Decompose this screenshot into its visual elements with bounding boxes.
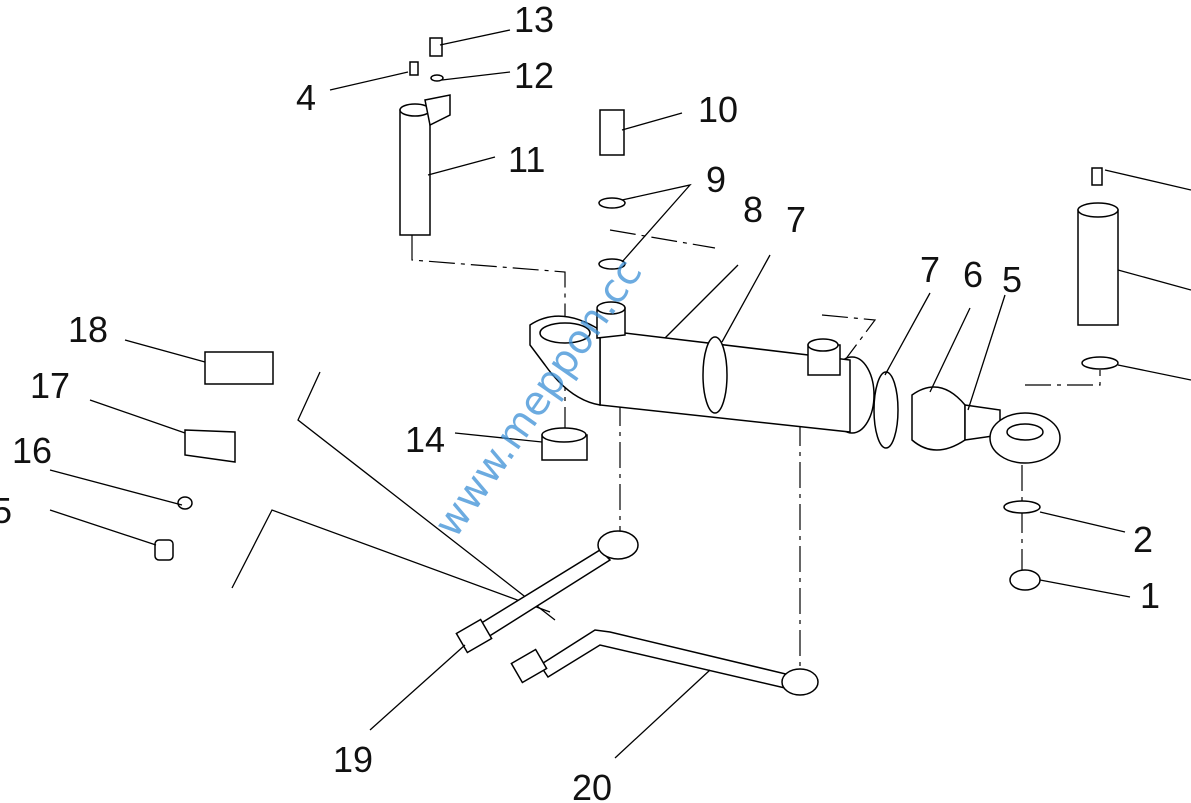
hydraulic-pipes [455,530,819,696]
label-9: 9 [706,159,726,200]
label-7b: 7 [920,249,940,290]
label-17: 17 [30,365,70,406]
label-15: 5 [0,490,12,531]
label-7: 7 [786,199,806,240]
label-10: 10 [698,89,738,130]
leader-lines [49,29,1191,759]
label-6: 6 [963,254,983,295]
label-16: 16 [12,430,52,471]
label-1: 1 [1140,575,1160,616]
label-2: 2 [1133,519,1153,560]
label-8: 8 [743,189,763,230]
label-19: 19 [333,739,373,780]
part-labels: 13 12 4 10 11 9 8 7 7 6 5 18 17 16 5 14 … [0,0,1160,803]
label-14: 14 [405,419,445,460]
cylinder-assembly [529,301,1061,464]
label-20: 20 [572,767,612,803]
label-13: 13 [514,0,554,40]
label-4: 4 [296,77,316,118]
label-12: 12 [514,55,554,96]
label-11: 11 [508,139,545,180]
label-18: 18 [68,309,108,350]
label-5: 5 [1002,259,1022,300]
center-lines [231,229,1101,670]
pins-and-fasteners [154,37,1119,591]
